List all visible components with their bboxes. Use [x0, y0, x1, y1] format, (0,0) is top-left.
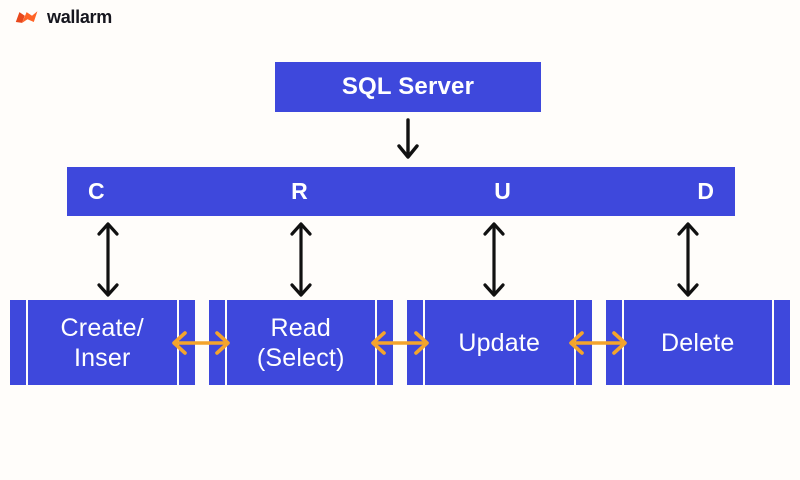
vertical-double-arrow-icon: [97, 222, 119, 297]
horizontal-double-arrow-icon: [172, 331, 230, 355]
node-sql-server: SQL Server: [275, 62, 541, 112]
crud-letter-r: R: [291, 178, 308, 204]
brand-logo: wallarm: [14, 5, 112, 29]
node-update: Update: [407, 300, 592, 385]
node-create-insert: Create/ Inser: [10, 300, 195, 385]
crud-letter-c: C: [88, 178, 105, 204]
crud-letter-u: U: [494, 178, 511, 204]
crud-bar: C R U D: [67, 167, 735, 216]
node-create-insert-label: Create/ Inser: [60, 313, 144, 372]
node-sql-server-label: SQL Server: [341, 73, 475, 100]
vertical-double-arrow-icon: [483, 222, 505, 297]
crud-letter-d: D: [697, 178, 714, 204]
node-delete-label: Delete: [661, 328, 735, 357]
node-read-select-label: Read (Select): [256, 313, 345, 372]
wallarm-logo-icon: [15, 10, 38, 23]
vertical-double-arrow-icon: [677, 222, 699, 297]
node-read-select: Read (Select): [208, 300, 393, 385]
node-delete: Delete: [605, 300, 790, 385]
brand-name: wallarm: [47, 6, 112, 27]
node-update-label: Update: [458, 328, 541, 357]
box-inner-divider-left: [26, 300, 28, 385]
horizontal-double-arrow-icon: [569, 331, 627, 355]
box-inner-divider-right: [772, 300, 774, 385]
down-arrow-icon: [397, 118, 419, 159]
vertical-double-arrow-icon: [290, 222, 312, 297]
horizontal-double-arrow-icon: [371, 331, 429, 355]
